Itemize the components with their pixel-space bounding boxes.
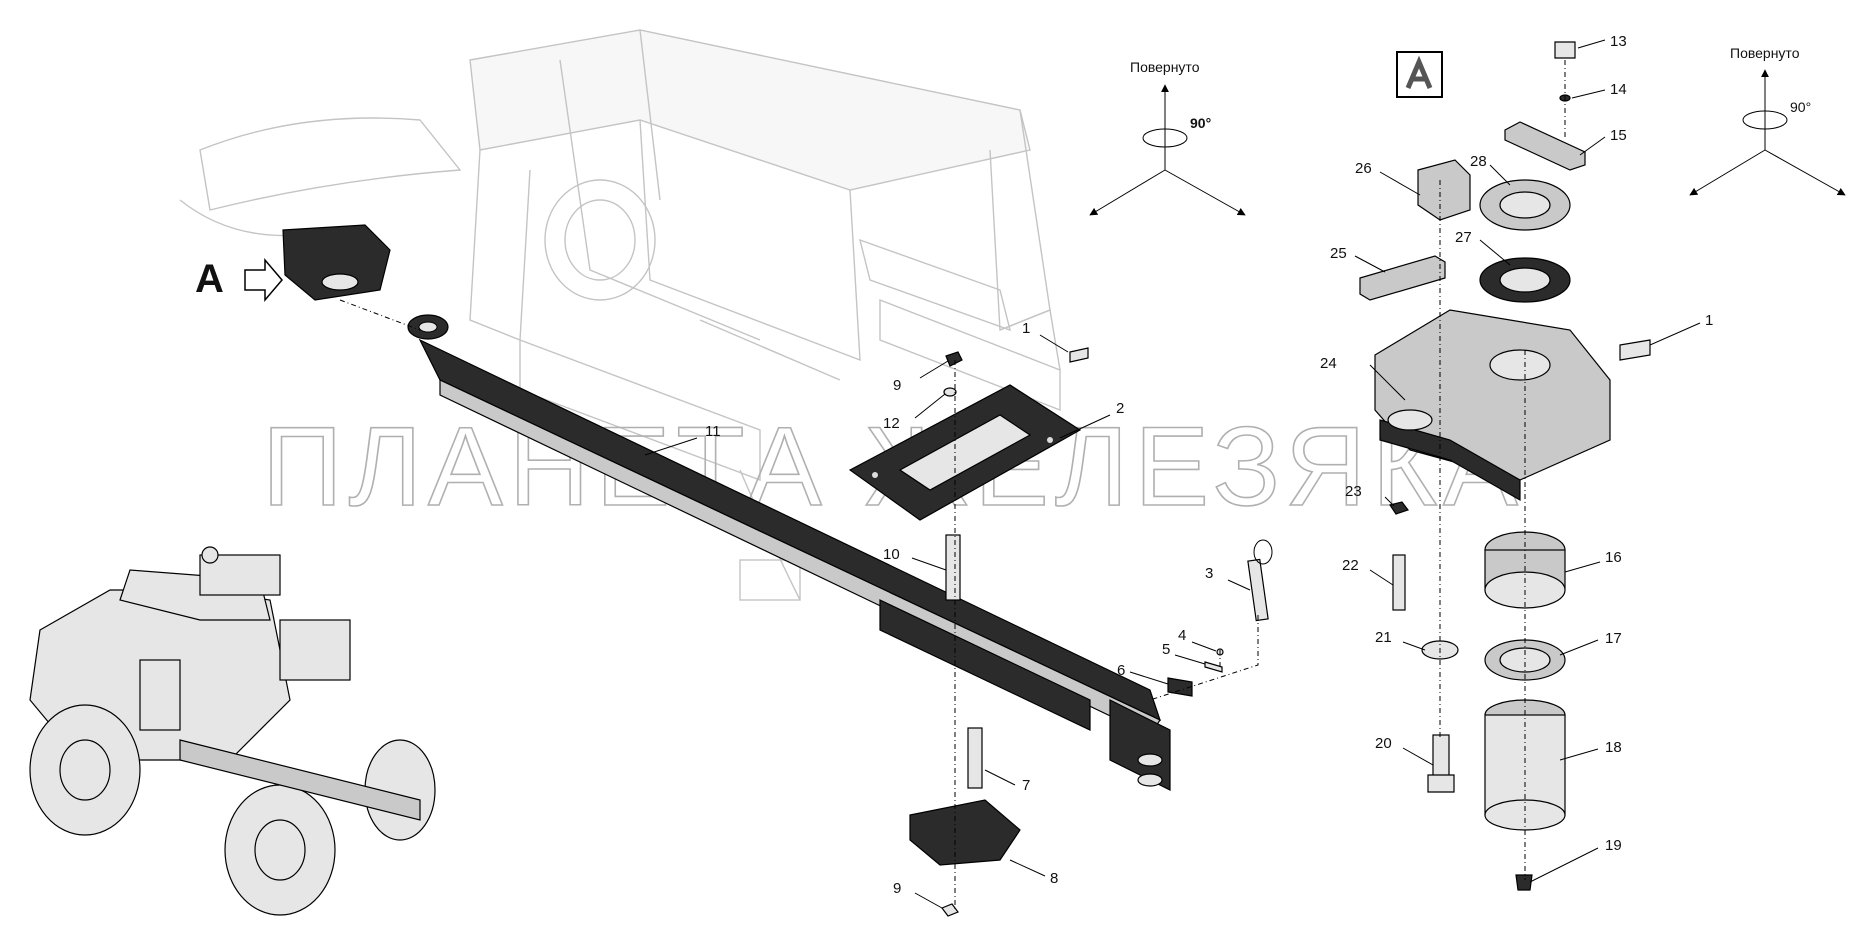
plate-part-8 xyxy=(909,799,1021,866)
block-part-25 xyxy=(1359,255,1446,301)
view-a-box-letter xyxy=(1405,55,1433,89)
chassis-frame-outline xyxy=(179,29,1061,601)
callout-9b: 9 xyxy=(893,880,901,897)
drawbar-part-11 xyxy=(407,314,1171,791)
rotation-title-left: Повернуто xyxy=(1130,59,1200,75)
callout-4: 4 xyxy=(1178,627,1186,644)
bar-part-15 xyxy=(1504,121,1586,171)
callout-9a: 9 xyxy=(893,377,901,394)
bolt-part-5 xyxy=(1204,661,1223,673)
nut-part-9-top xyxy=(945,351,963,367)
callout-8: 8 xyxy=(1050,870,1058,887)
rotation-angle-right: 90° xyxy=(1790,99,1811,115)
callout-28: 28 xyxy=(1470,153,1487,170)
callout-1: 1 xyxy=(1022,320,1030,337)
callout-19: 19 xyxy=(1605,837,1622,854)
callout-11: 11 xyxy=(705,423,721,440)
plate-part-2 xyxy=(848,384,1082,521)
callout-26: 26 xyxy=(1355,160,1372,177)
callout-22: 22 xyxy=(1342,557,1359,574)
callout-23: 23 xyxy=(1345,483,1362,500)
tractor-illustration xyxy=(29,546,436,916)
washer-part-12 xyxy=(943,387,957,397)
clip-part-6 xyxy=(1167,677,1193,697)
callout-15: 15 xyxy=(1610,127,1627,144)
callout-18: 18 xyxy=(1605,739,1622,756)
nut-part-23 xyxy=(1389,501,1409,515)
callout-7: 7 xyxy=(1022,777,1030,794)
callout-20: 20 xyxy=(1375,735,1392,752)
callout-25: 25 xyxy=(1330,245,1347,262)
callout-2: 2 xyxy=(1116,400,1124,417)
bolt-part-22 xyxy=(1392,554,1406,611)
callout-21: 21 xyxy=(1375,629,1392,646)
pin-part-3 xyxy=(1247,539,1273,622)
assembly-centerlines-right xyxy=(1439,60,1566,880)
pin-part-7 xyxy=(967,727,983,789)
callout-14: 14 xyxy=(1610,81,1627,98)
callout-24: 24 xyxy=(1320,355,1337,372)
grease-fitting-part-19 xyxy=(1515,874,1533,891)
bolt-part-1-right xyxy=(1619,339,1651,361)
callout-27: 27 xyxy=(1455,229,1472,246)
callouts: 1 2 3 4 5 6 7 8 9 9 10 11 12 13 14 15 xyxy=(644,33,1713,909)
rotation-symbol-left: Повернуто 90° xyxy=(1089,59,1246,216)
bolt-part-13 xyxy=(1554,41,1576,59)
view-a-label: A xyxy=(195,257,224,301)
washer-part-28 xyxy=(1479,179,1571,231)
callout-3: 3 xyxy=(1205,565,1213,582)
pin-part-10 xyxy=(945,534,961,601)
assembly-centerlines-left xyxy=(339,299,1259,910)
callout-6: 6 xyxy=(1117,662,1125,679)
rotation-symbol-right: Повернуто 90° xyxy=(1689,45,1846,196)
nut-part-9-bottom xyxy=(941,903,959,917)
rotation-angle-left: 90° xyxy=(1190,115,1211,131)
washer-part-27 xyxy=(1479,257,1571,303)
callout-17: 17 xyxy=(1605,630,1622,647)
callout-16: 16 xyxy=(1605,549,1622,566)
rotation-title-right: Повернуто xyxy=(1730,45,1800,61)
callout-10: 10 xyxy=(883,546,900,563)
bracket-part-24 xyxy=(1374,309,1611,502)
callout-5: 5 xyxy=(1162,641,1170,658)
callout-1-right: 1 xyxy=(1705,312,1713,329)
view-a-arrow xyxy=(244,257,283,303)
assembly-a-small xyxy=(282,224,391,301)
ring-part-17 xyxy=(1484,639,1566,681)
callout-13: 13 xyxy=(1610,33,1627,50)
block-part-26 xyxy=(1417,159,1471,221)
bolt-part-1 xyxy=(1069,347,1089,363)
view-a-box xyxy=(1396,51,1443,98)
bolt-part-20 xyxy=(1427,734,1455,793)
callout-12: 12 xyxy=(883,415,900,432)
